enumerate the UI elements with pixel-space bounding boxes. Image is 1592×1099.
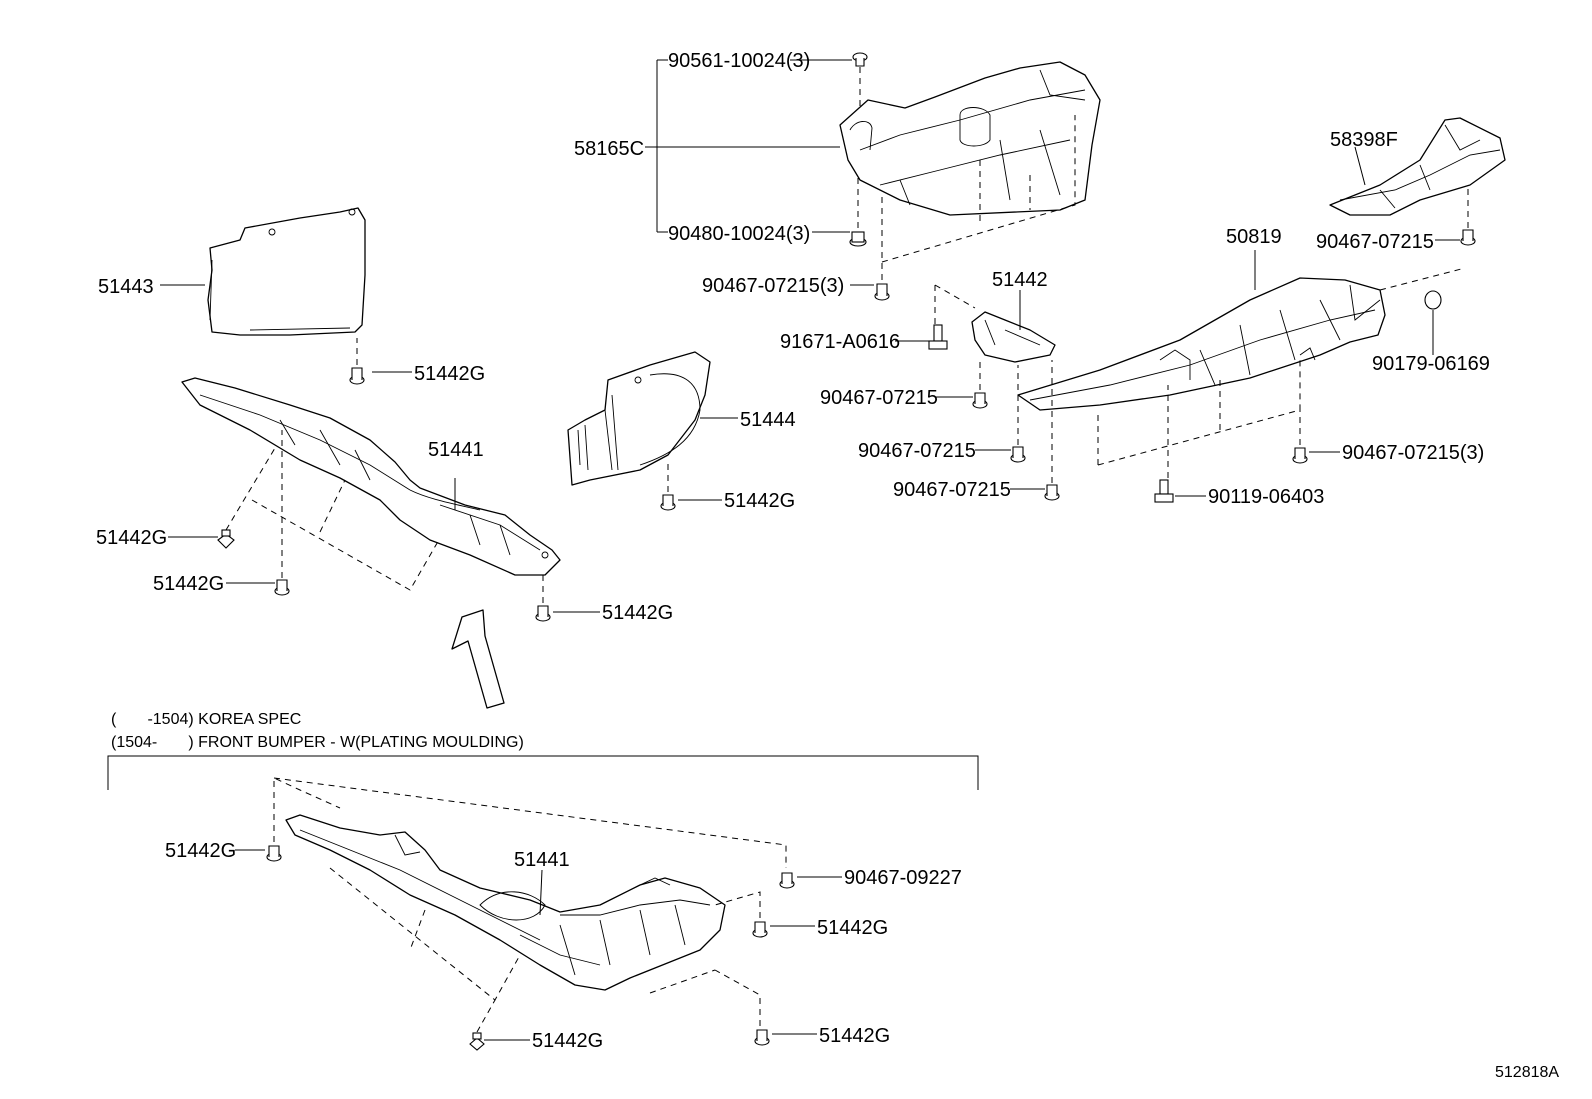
label-51442g-8: 51442G	[532, 1030, 603, 1052]
fastener-91671-a0616[interactable]	[928, 324, 948, 350]
fastener-90467-07215-a[interactable]	[972, 392, 988, 409]
label-58398f: 58398F	[1330, 129, 1398, 151]
part-51443-panel[interactable]	[207, 207, 366, 336]
diagram-id: 512818A	[1495, 1064, 1559, 1081]
label-51442g-6: 51442G	[165, 840, 236, 862]
fastener-90467-07215-c[interactable]	[1044, 484, 1060, 501]
label-51442g-3: 51442G	[96, 527, 167, 549]
fastener-90467-07215-b[interactable]	[1010, 446, 1026, 463]
fastener-51442g-4[interactable]	[274, 579, 290, 596]
fastener-51442g-8[interactable]	[469, 1032, 485, 1051]
label-51442g-1: 51442G	[414, 363, 485, 385]
label-51442g-7: 51442G	[817, 917, 888, 939]
label-90467-09227: 90467-09227	[844, 867, 962, 889]
part-51441-bottom[interactable]	[285, 814, 726, 991]
fastener-90119-06403[interactable]	[1154, 479, 1174, 503]
part-58398f[interactable]	[1329, 117, 1506, 216]
label-90467-07215-b: 90467-07215	[858, 440, 976, 462]
label-51441-bottom: 51441	[514, 849, 570, 871]
label-51442g-4: 51442G	[153, 573, 224, 595]
part-51442-bracket[interactable]	[971, 311, 1056, 363]
fastener-90480-10024[interactable]	[849, 231, 867, 247]
fastener-90467-07215-top[interactable]	[874, 283, 890, 301]
label-90179-06169: 90179-06169	[1372, 353, 1490, 375]
part-58165c-tray[interactable]	[839, 61, 1101, 216]
fastener-90467-09227[interactable]	[779, 872, 795, 889]
label-51442g-2: 51442G	[724, 490, 795, 512]
part-50819-undercover[interactable]	[1017, 277, 1386, 411]
label-90467-07215-a: 90467-07215	[820, 387, 938, 409]
label-90467-07215-c: 90467-07215	[893, 479, 1011, 501]
fastener-51442g-3[interactable]	[217, 529, 235, 549]
label-90480-10024: 90480-10024(3)	[668, 223, 810, 245]
fastener-90179-06169[interactable]	[1424, 290, 1442, 310]
fastener-51442g-1[interactable]	[349, 367, 365, 385]
label-90467-07215-3-right: 90467-07215(3)	[1342, 442, 1484, 464]
fastener-90561-10024[interactable]	[852, 52, 868, 67]
fastener-90467-07215-3-right[interactable]	[1292, 447, 1308, 464]
note-plating-moulding: (1504- ) FRONT BUMPER - W(PLATING MOULDI…	[111, 734, 524, 751]
part-51444-shield[interactable]	[567, 351, 711, 486]
fastener-51442g-2[interactable]	[660, 494, 676, 511]
label-51442g-5: 51442G	[602, 602, 673, 624]
label-58165c: 58165C	[574, 138, 644, 160]
label-91671-a0616: 91671-A0616	[780, 331, 900, 353]
variant-bracket	[107, 755, 979, 790]
label-51443: 51443	[98, 276, 154, 298]
note-korea-spec: ( -1504) KOREA SPEC	[111, 711, 301, 728]
fastener-51442g-6[interactable]	[266, 845, 282, 862]
label-90467-07215-3-top: 90467-07215(3)	[702, 275, 844, 297]
fastener-51442g-5[interactable]	[535, 605, 551, 622]
label-51442: 51442	[992, 269, 1048, 291]
label-90467-07215-right: 90467-07215	[1316, 231, 1434, 253]
label-90561-10024: 90561-10024(3)	[668, 50, 810, 72]
label-51444: 51444	[740, 409, 796, 431]
label-51442g-9: 51442G	[819, 1025, 890, 1047]
label-51441-top: 51441	[428, 439, 484, 461]
front-arrow-icon	[451, 609, 505, 709]
label-90119-06403: 90119-06403	[1208, 486, 1324, 508]
label-50819: 50819	[1226, 226, 1282, 248]
fastener-51442g-9[interactable]	[754, 1029, 770, 1046]
part-51441-top[interactable]	[181, 377, 561, 576]
fastener-90467-07215-right[interactable]	[1460, 229, 1476, 246]
fastener-51442g-7[interactable]	[752, 921, 768, 938]
